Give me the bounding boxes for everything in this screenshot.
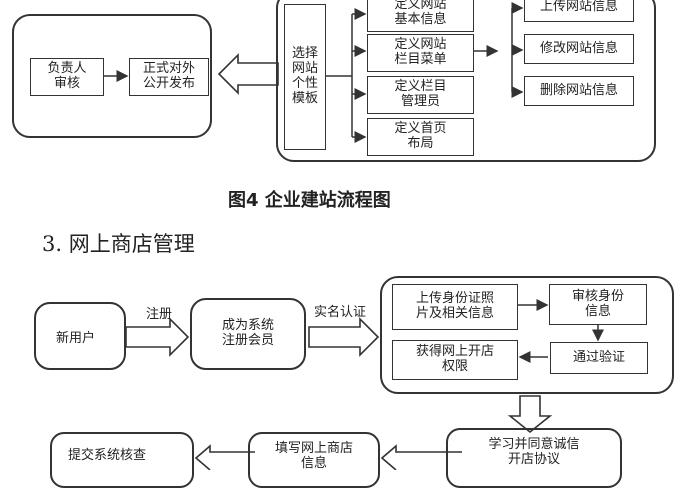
review-label: 负责人 审核 [47, 61, 87, 91]
member-label: 成为系统 注册会员 [221, 318, 274, 348]
define-menu-label: 定义网站 栏目菜单 [394, 37, 447, 67]
learn-box: 学习并同意诚信 开店协议 [450, 430, 618, 486]
pass-verify-label: 通过验证 [572, 349, 625, 365]
hollow-arrow-realname [308, 317, 380, 357]
define-menu-box: 定义网站 栏目菜单 [367, 34, 474, 72]
define-manager-box: 定义栏目 管理员 [367, 76, 474, 114]
right-group-frame [276, 0, 656, 162]
get-permission-box: 获得网上开店 权限 [392, 340, 518, 380]
edit-info-label: 修改网站信息 [539, 40, 618, 56]
register-label: 注册 [146, 307, 173, 322]
left-group-frame [12, 14, 212, 138]
review-box: 负责人 审核 [30, 58, 104, 96]
review-id-label: 审核身份 信息 [571, 288, 624, 319]
hollow-arrow-register [125, 317, 190, 357]
verify-group-frame [380, 276, 674, 394]
hollow-arrow-left-1 [380, 444, 462, 470]
define-home-label: 定义首页 布局 [394, 121, 447, 151]
realname-label: 实名认证 [314, 305, 367, 320]
upload-id-box: 上传身份证照 片及相关信息 [392, 284, 518, 330]
connectors [104, 2, 604, 470]
upload-id-label: 上传身份证照 片及相关信息 [415, 291, 494, 321]
define-home-box: 定义首页 布局 [367, 118, 474, 156]
delete-info-label: 删除网站信息 [539, 82, 618, 98]
delete-info-box: 删除网站信息 [524, 76, 634, 106]
figure-caption: 图4 企业建站流程图 [228, 190, 391, 211]
hollow-arrow-left [217, 53, 279, 95]
fill-shop-label: 填写网上商店 信息 [274, 441, 353, 471]
member-box-frame [190, 298, 306, 370]
learn-label: 学习并同意诚信 开店协议 [488, 437, 580, 467]
select-template-label: 选择 网站 个性 模板 [291, 46, 318, 106]
member-box: 成为系统 注册会员 [192, 300, 304, 368]
new-user-box [34, 302, 126, 370]
submit-review-label: 提交系统核查 [68, 448, 147, 463]
hollow-arrow-left-2 [194, 444, 255, 470]
pass-verify-box: 通过验证 [550, 342, 648, 374]
define-manager-label: 定义栏目 管理员 [394, 79, 447, 109]
get-permission-label: 获得网上开店 权限 [415, 344, 494, 374]
publish-label: 正式对外 公开发布 [142, 61, 195, 91]
hollow-arrow-down [507, 395, 553, 434]
section-heading: 3. 网上商店管理 [42, 232, 195, 256]
edit-info-box: 修改网站信息 [524, 34, 634, 64]
define-basic-box: 定义网站 基本信息 [367, 0, 474, 32]
define-basic-label: 定义网站 基本信息 [394, 0, 447, 27]
upload-info-label: 上传网站信息 [539, 0, 618, 14]
review-id-box: 审核身份 信息 [549, 284, 647, 325]
upload-info-box: 上传网站信息 [524, 0, 634, 22]
select-template-box: 选择 网站 个性 模板 [284, 4, 326, 150]
fill-shop-box: 填写网上商店 信息 [252, 434, 376, 486]
new-user-label: 新用户 [56, 331, 96, 346]
publish-box: 正式对外 公开发布 [129, 58, 209, 96]
